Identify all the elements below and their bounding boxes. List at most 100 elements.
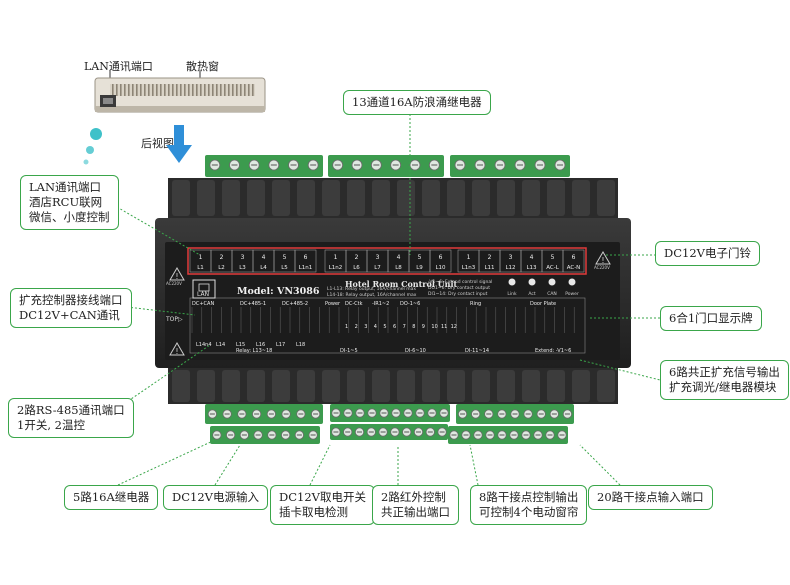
lower-group-label: DI-6~10 — [405, 348, 426, 354]
relay-label: L9 — [416, 265, 423, 271]
vent-rib — [472, 180, 490, 216]
callout-rs485: 2路RS-485通讯端口 1开关, 2温控 — [8, 398, 134, 438]
relay-number: 1 — [467, 254, 471, 261]
relay-label: AC-L — [546, 265, 559, 271]
relay-number: 5 — [551, 254, 555, 261]
unit-title: Hotel Room Control Unit — [345, 279, 458, 289]
indicator-label: Act — [528, 291, 535, 297]
lower-number: 2 — [355, 324, 358, 330]
lower-number: 8 — [412, 324, 415, 330]
relay-label: L8 — [395, 265, 402, 271]
vent-rib — [347, 180, 365, 216]
vent-rib — [447, 180, 465, 216]
vent-rib — [397, 180, 415, 216]
relay-label: L6 — [353, 265, 360, 271]
bottom-row-label: L14n4 — [196, 342, 212, 348]
relay-group-label: Relay: L13~18 — [236, 348, 272, 354]
lower-number: 10 — [431, 324, 437, 330]
svg-text:!: ! — [601, 256, 604, 265]
vent-rib — [597, 370, 615, 402]
callout-card-switch: DC12V取电开关 插卡取电检测 — [270, 485, 375, 525]
lower-number: 6 — [393, 324, 396, 330]
relay-label: L10 — [435, 265, 446, 271]
relay-cell — [429, 249, 452, 273]
relay-label: L11 — [484, 265, 494, 271]
lower-header-label: Power — [325, 301, 341, 307]
lower-group-label: DI-11~14 — [465, 348, 489, 354]
vent-rib — [272, 180, 290, 216]
relay-number: 1 — [334, 254, 338, 261]
lower-header-label: DC-Ctk — [345, 301, 363, 307]
relay-label: L1 — [197, 265, 204, 271]
vent-rib — [197, 370, 215, 402]
relay-label: L4 — [260, 265, 267, 271]
callout-ext-ctrl: 扩充控制器接线端口 DC12V+CAN通讯 — [10, 288, 132, 328]
spec-text-left: L1-L13: Relay output, 16A/channel max L1… — [327, 287, 417, 298]
vent-rib — [222, 370, 240, 402]
indicator-label: Power — [565, 291, 579, 297]
front-panel: 1L12L23L34L45L56L1n11L1n22L63L74L85L96L1… — [165, 242, 620, 360]
lower-header-label: Ring — [470, 301, 481, 307]
vent-rib — [172, 180, 190, 216]
callout-doorplate: 6合1门口显示牌 — [660, 306, 762, 331]
bottom-row-label: L16 — [256, 342, 265, 348]
relay-number: 2 — [355, 254, 359, 261]
lower-header-label: -IR1~2 — [372, 301, 389, 307]
vent-rib — [322, 370, 340, 402]
bottom-row-label: L14 — [216, 342, 225, 348]
callout-dc12-power: DC12V电源输入 — [163, 485, 268, 510]
vent-rib — [297, 180, 315, 216]
warning-icon: ! — [169, 267, 185, 281]
vent-rib — [447, 370, 465, 402]
vent-rib — [172, 370, 190, 402]
relay-number: 1 — [199, 254, 203, 261]
relay-number: 3 — [376, 254, 380, 261]
bottom-row-label: L17 — [276, 342, 285, 348]
relay-number: 5 — [283, 254, 287, 261]
down-arrow-icon — [166, 125, 192, 163]
lower-header-label: Door Plate — [530, 301, 556, 307]
ac-label-right: AC220V — [594, 265, 610, 270]
vent-rib — [397, 370, 415, 402]
lower-header-label: DC+485-2 — [282, 301, 308, 307]
vent-rib — [572, 370, 590, 402]
top-terminal-blocks — [205, 155, 570, 177]
vent-rib — [197, 180, 215, 216]
relay-label: L1n1 — [299, 265, 313, 271]
bottom-row-label: L15 — [236, 342, 245, 348]
indicator-led-icon — [568, 278, 576, 286]
vent-rib — [372, 370, 390, 402]
relay-label: L1n2 — [329, 265, 343, 271]
rear-view-label: 后视图 — [141, 137, 174, 150]
relay-label: L2 — [218, 265, 225, 271]
dots-decoration-icon — [83, 128, 102, 165]
callout-leaders — [109, 110, 661, 486]
indicator-label: CAN — [547, 291, 557, 297]
vent-rib — [222, 180, 240, 216]
lower-group-label: DI-1~5 — [340, 348, 358, 354]
vent-rib — [422, 370, 440, 402]
bottom-row-label: L18 — [296, 342, 305, 348]
warning-icon-right: ! — [595, 251, 611, 265]
relay-label: L1n3 — [462, 265, 476, 271]
lower-number: 4 — [374, 324, 377, 330]
vent-rib — [347, 370, 365, 402]
vent-rib — [522, 180, 540, 216]
indicator-label: Link — [507, 291, 517, 297]
top-arrow-label: TOP▷ — [166, 316, 183, 323]
relay-number: 3 — [241, 254, 245, 261]
relay-number: 6 — [304, 254, 308, 261]
indicator-led-icon — [548, 278, 556, 286]
relay-number: 4 — [530, 254, 534, 261]
callout-dry8: 8路干接点控制输出 可控制4个电动窗帘 — [470, 485, 588, 525]
lower-number: 12 — [451, 324, 457, 330]
relay-number: 4 — [397, 254, 401, 261]
lower-header-label: DO-1~6 — [400, 301, 420, 307]
vent-rib — [297, 370, 315, 402]
lower-number: 3 — [364, 324, 367, 330]
relay-number: 5 — [418, 254, 422, 261]
relay-number: 2 — [220, 254, 224, 261]
relay-highlight-box — [187, 247, 587, 275]
